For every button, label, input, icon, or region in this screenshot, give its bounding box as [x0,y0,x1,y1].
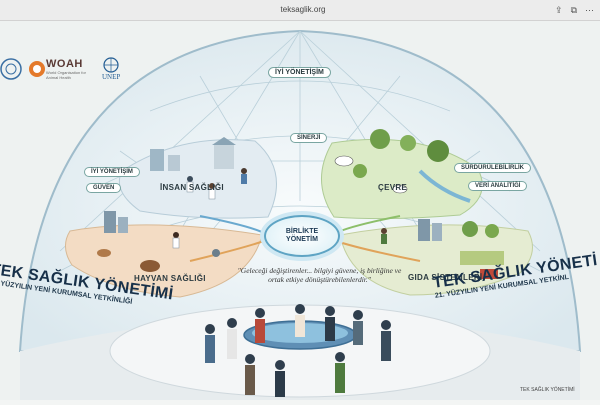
woah-subtitle: World Organisation for Animal Health [46,70,86,80]
sector-human-health: İNSAN SAĞLIĞI [160,183,224,192]
unep-wordmark: UNEP [102,73,121,81]
quote-text: "Geleceği değiştirenler... bilgiyi güven… [237,266,402,284]
sector-food-systems: GIDA SİSTEMLERİ [408,273,483,282]
label-data-analytics: VERİ ANALİTİĞİ [468,181,528,191]
tabs-icon[interactable]: ⧉ [570,5,577,15]
animal-health-scene [97,211,220,272]
browser-actions: ⇪ ⧉ ⋯ [555,3,594,17]
animal-health-zone [65,224,263,298]
food-systems-scene [381,219,504,279]
fao-logo [0,58,22,80]
browser-toolbar: teksaglik.org ⇪ ⧉ ⋯ [0,0,600,21]
connection-flows [189,215,421,262]
woah-logo: WOAH World Organisation for Animal Healt… [28,58,96,80]
label-good-governance-left: İYİ YÖNETİŞİM [84,167,140,177]
illustration: WOAH World Organisation for Animal Healt… [0,21,600,400]
collaborative-governance-badge: BİRLİKTE YÖNETİM [264,215,340,257]
center-badge-label: BİRLİKTE YÖNETİM [285,228,319,243]
share-icon[interactable]: ⇪ [555,5,563,15]
woah-emblem-icon [29,61,45,77]
people-group [205,304,391,397]
more-icon[interactable]: ⋯ [585,5,594,15]
unep-globe-icon [103,57,119,73]
dome-scene [0,21,600,400]
human-health-scene [150,137,247,200]
fao-emblem-icon [0,58,22,80]
meeting-participants [190,299,420,399]
footer-caption: TEK SAĞLIK YÖNETİMİ [520,387,575,393]
label-sustainability: SÜRDÜRÜLEBİLİRLİK [454,163,531,173]
label-synergy: SİNERJİ [290,133,328,143]
partner-logos: WOAH World Organisation for Animal Healt… [0,57,126,81]
environment-scene [334,129,471,203]
unep-logo: UNEP [102,57,120,81]
address-bar[interactable]: teksaglik.org [280,5,326,14]
sector-animal-health: HAYVAN SAĞLIĞI [134,274,206,283]
sector-environment: ÇEVRE [378,183,408,192]
woah-wordmark: WOAH [46,58,83,70]
label-good-governance-top: İYİ YÖNETİŞİM [268,67,331,78]
label-trust: GÜVEN [86,183,122,193]
